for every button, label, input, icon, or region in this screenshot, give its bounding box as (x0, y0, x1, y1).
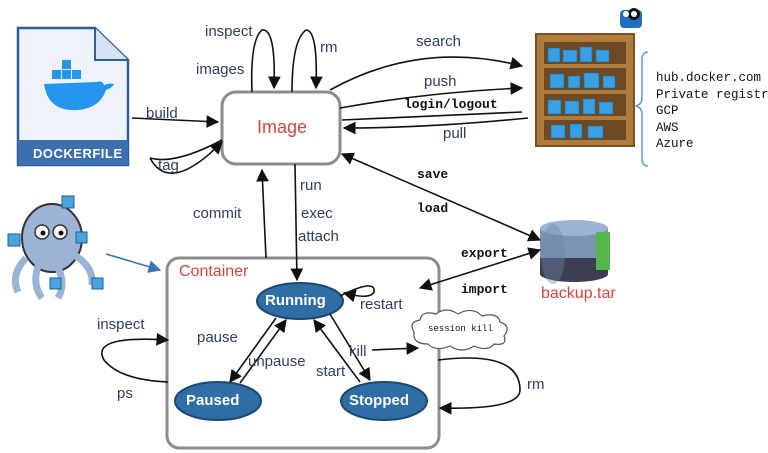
arrow-kill (329, 313, 371, 382)
image-node-box (220, 90, 342, 166)
cmd-save: save (417, 167, 449, 182)
dockerfile-caption: DOCKERFILE (33, 146, 123, 161)
registry-item: Private registry (656, 87, 768, 102)
cmd-rm-container: rm (527, 376, 545, 393)
registry-item: Azure (656, 137, 694, 151)
cmd-container-inspect: inspect (97, 316, 145, 333)
cmd-images: images (196, 61, 245, 78)
arrow-login (341, 111, 523, 121)
cmd-unpause: unpause (248, 353, 306, 370)
cmd-rm-image: rm (320, 39, 338, 56)
arrow-tag-inner (149, 139, 223, 161)
container-node-label: Container (179, 263, 249, 280)
registry-bookshelf-icon (535, 8, 642, 147)
arrow-commit (256, 168, 269, 259)
state-paused-ellipse (174, 381, 262, 421)
cmd-import: import (461, 282, 508, 297)
arrow-session-kill (371, 342, 420, 355)
state-paused-label: Paused (186, 392, 240, 409)
registry-brace (633, 51, 649, 167)
arrow-rm-container (437, 357, 521, 415)
arrow-restart (339, 285, 375, 303)
cmd-attach: attach (298, 228, 339, 245)
state-running-label: Running (265, 292, 326, 309)
arrow-export-import (418, 247, 542, 291)
cmd-pull: pull (443, 125, 467, 142)
arrow-tag (149, 141, 223, 174)
cmd-search: search (416, 33, 462, 50)
cmd-tag: tag (158, 157, 179, 174)
cmd-login-logout: login/logout (404, 97, 498, 112)
arrow-run (290, 163, 304, 282)
cmd-run: run (300, 177, 322, 194)
state-stopped-ellipse (340, 381, 428, 421)
registry-item: hub.docker.com (656, 71, 762, 85)
registry-item: GCP (656, 104, 679, 118)
registry-item: AWS (656, 120, 679, 135)
cmd-pause: pause (197, 329, 238, 346)
arrow-inspect-images (250, 29, 281, 93)
arrow-push (339, 82, 524, 109)
image-node-label: Image (257, 117, 308, 137)
cmd-export: export (461, 246, 508, 261)
backup-label: backup.tar (541, 285, 616, 302)
registry-list: hub.docker.com Private registry GCP AWS … (656, 70, 768, 153)
cmd-restart: restart (360, 296, 403, 313)
cmd-push: push (424, 73, 457, 90)
dockerfile-icon (16, 26, 130, 167)
arrow-inspect-ps (101, 332, 170, 383)
arrow-pull (342, 117, 529, 135)
arrow-unpause (239, 318, 287, 384)
cmd-inspect: inspect (205, 23, 253, 40)
cmd-exec: exec (301, 205, 333, 222)
arrow-pause (229, 317, 277, 384)
cmd-start: start (316, 363, 346, 380)
session-kill-cloud (411, 309, 508, 351)
cmd-ps: ps (117, 385, 133, 402)
arrow-search (329, 56, 524, 91)
session-kill-note: session kill (428, 324, 493, 334)
arrow-rm-image (291, 29, 323, 93)
octopus-compose-icon (7, 195, 104, 301)
cmd-build: build (146, 105, 178, 122)
arrow-compose (105, 253, 162, 273)
backup-archive-icon (540, 220, 610, 284)
cmd-load: load (417, 201, 449, 216)
state-stopped-label: Stopped (349, 392, 409, 409)
arrow-build (131, 115, 220, 128)
arrow-save-load (340, 152, 542, 242)
cmd-commit: commit (193, 205, 242, 222)
arrow-start (313, 318, 361, 383)
cmd-kill: kill (349, 343, 367, 360)
